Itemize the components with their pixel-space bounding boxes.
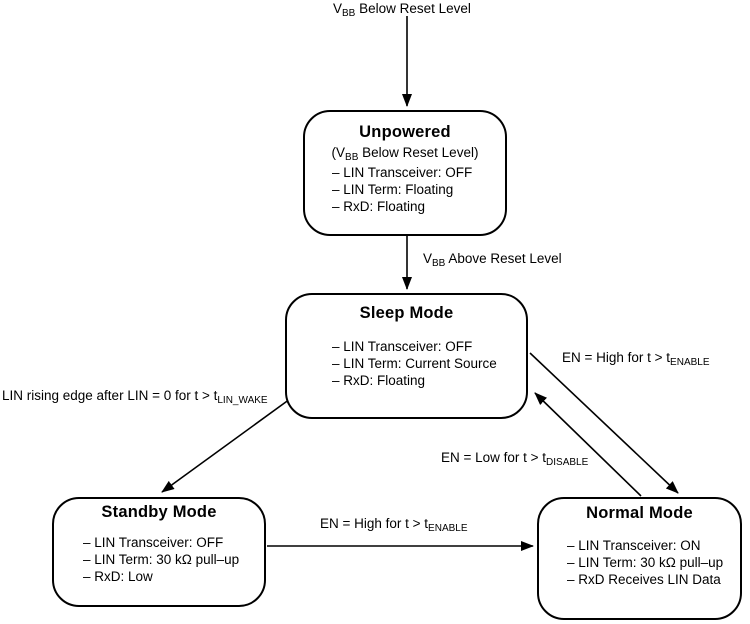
label-subscript: DISABLE bbox=[546, 457, 589, 468]
label-text: Above Reset Level bbox=[445, 251, 562, 266]
state-standby-mode-title: Standby Mode bbox=[101, 503, 217, 521]
state-normal-mode: Normal Mode – LIN Transceiver: ON – LIN … bbox=[537, 497, 742, 620]
transition-label-vbb-below-reset: VBB Below Reset Level bbox=[333, 1, 471, 19]
transition-label-en-high-standby-to-normal: EN = High for t > tENABLE bbox=[320, 516, 468, 534]
transition-label-en-high-sleep-to-normal: EN = High for t > tENABLE bbox=[562, 350, 710, 368]
property-line: – LIN Transceiver: OFF bbox=[332, 339, 473, 354]
label-text: EN = High for t > t bbox=[320, 516, 429, 531]
property-line: – RxD: Low bbox=[83, 569, 153, 584]
subtitle-text: Below Reset Level) bbox=[358, 145, 479, 160]
property-line: – RxD: Floating bbox=[332, 199, 426, 214]
label-subscript: LIN_WAKE bbox=[217, 395, 268, 406]
label-text: LIN rising edge after LIN = 0 for t > t bbox=[2, 388, 218, 403]
state-unpowered-subtitle: (VBB Below Reset Level) bbox=[305, 145, 505, 163]
arrow-sleep-to-standby bbox=[161, 398, 291, 493]
label-text: Below Reset Level bbox=[355, 1, 471, 16]
label-text: V bbox=[333, 1, 343, 16]
label-text: V bbox=[423, 251, 433, 266]
property-line: – LIN Transceiver: OFF bbox=[332, 165, 473, 180]
subtitle-subscript: BB bbox=[345, 152, 359, 163]
transition-label-lin-wake: LIN rising edge after LIN = 0 for t > tL… bbox=[2, 388, 268, 406]
label-subscript: BB bbox=[432, 258, 446, 269]
property-line: – RxD Receives LIN Data bbox=[567, 572, 721, 587]
label-subscript: ENABLE bbox=[428, 523, 468, 534]
label-subscript: ENABLE bbox=[670, 357, 710, 368]
property-line: – LIN Term: 30 kΩ pull–up bbox=[567, 555, 724, 570]
state-unpowered: Unpowered (VBB Below Reset Level) – LIN … bbox=[303, 110, 507, 236]
arrow-sleep-to-normal bbox=[529, 352, 679, 494]
state-standby-mode-properties: – LIN Transceiver: OFF – LIN Term: 30 kΩ… bbox=[83, 534, 239, 585]
property-line: – LIN Transceiver: ON bbox=[567, 538, 701, 553]
state-unpowered-properties: – LIN Transceiver: OFF – LIN Term: Float… bbox=[332, 164, 472, 215]
state-sleep-mode-properties: – LIN Transceiver: OFF – LIN Term: Curre… bbox=[332, 338, 497, 389]
state-sleep-mode-title: Sleep Mode bbox=[359, 304, 454, 322]
state-normal-mode-title: Normal Mode bbox=[586, 504, 693, 522]
state-sleep-mode: Sleep Mode – LIN Transceiver: OFF – LIN … bbox=[285, 293, 528, 419]
state-standby-mode: Standby Mode – LIN Transceiver: OFF – LI… bbox=[52, 497, 266, 607]
property-line: – LIN Transceiver: OFF bbox=[83, 535, 224, 550]
state-unpowered-title: Unpowered bbox=[359, 123, 451, 141]
state-normal-mode-properties: – LIN Transceiver: ON – LIN Term: 30 kΩ … bbox=[567, 537, 723, 588]
label-text: EN = High for t > t bbox=[562, 350, 671, 365]
label-subscript: BB bbox=[342, 8, 356, 19]
transition-label-vbb-above-reset: VBB Above Reset Level bbox=[423, 251, 562, 269]
property-line: – LIN Term: Floating bbox=[332, 182, 454, 197]
subtitle-text: (V bbox=[331, 145, 346, 160]
property-line: – LIN Term: Current Source bbox=[332, 356, 497, 371]
label-text: EN = Low for t > t bbox=[441, 450, 547, 465]
property-line: – LIN Term: 30 kΩ pull–up bbox=[83, 552, 240, 567]
transition-label-en-low-normal-to-sleep: EN = Low for t > tDISABLE bbox=[441, 450, 589, 468]
arrow-normal-to-sleep bbox=[534, 392, 642, 497]
property-line: – RxD: Floating bbox=[332, 373, 426, 388]
